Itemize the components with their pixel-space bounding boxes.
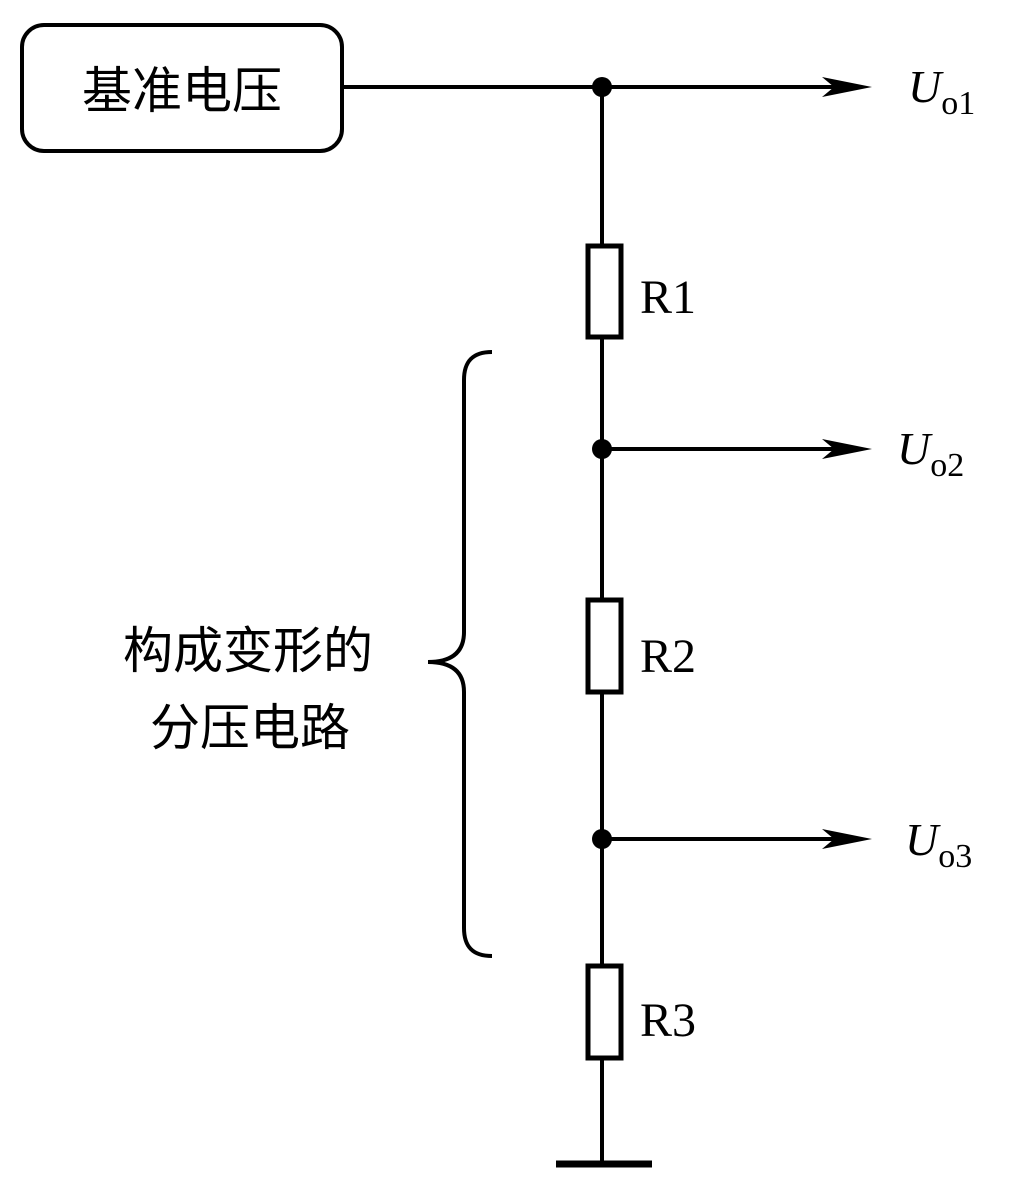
curly-brace <box>427 350 493 958</box>
brace-note-line2: 分压电路 <box>150 699 350 757</box>
output-label-1: Uo1 <box>908 61 975 122</box>
arrowhead-output-3 <box>822 829 872 849</box>
arrowhead-output-2 <box>822 439 872 459</box>
junction-node-1 <box>592 77 612 97</box>
resistor-r1-label: R1 <box>640 271 696 324</box>
resistor-r3: R3 <box>585 963 696 1061</box>
brace-note-line1: 构成变形的 <box>123 622 373 680</box>
arrowhead-output-1 <box>822 77 872 97</box>
reference-voltage-block: 基准电压 <box>20 23 344 153</box>
resistor-r1: R1 <box>585 243 696 340</box>
output-label-2: Uo2 <box>897 423 964 484</box>
output-label-3: Uo3 <box>905 814 972 875</box>
resistor-r2-label: R2 <box>640 630 696 683</box>
reference-voltage-label: 基准电压 <box>82 62 282 120</box>
resistor-r2: R2 <box>585 597 696 695</box>
resistor-r3-label: R3 <box>640 994 696 1047</box>
